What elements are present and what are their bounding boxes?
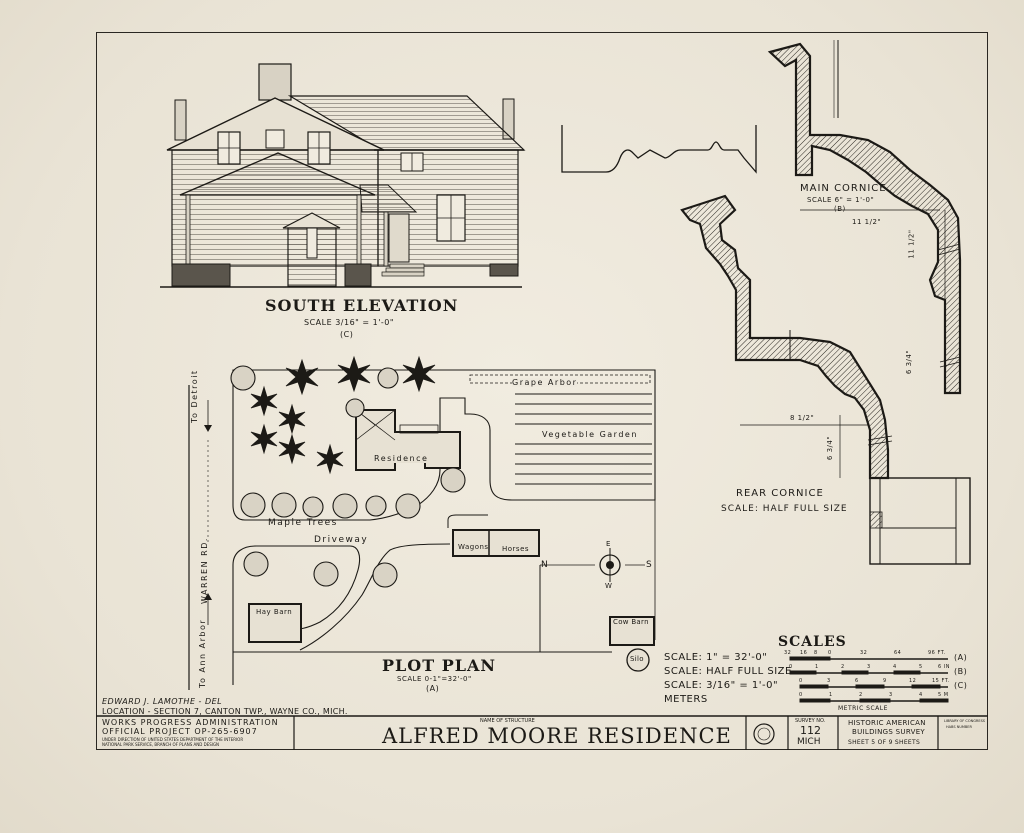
driveway-label: Driveway: [314, 535, 369, 545]
tick-c-0: 0: [799, 678, 803, 684]
tick-m-3: 3: [889, 692, 893, 698]
main-cornice-dim-width: 11 1/2": [852, 218, 882, 226]
scale-row-c-ref: (C): [954, 681, 968, 690]
plot-plan-scale: SCALE 0-1"=32'-0": [397, 675, 472, 683]
warren-rd-label: WARREN RD.: [200, 537, 209, 604]
sheet-number: SHEET 5 OF 9 SHEETS: [848, 739, 921, 746]
rear-cornice-drawing: [680, 194, 971, 565]
tick-a-2: 8: [814, 650, 818, 656]
tick-c-2: 6: [855, 678, 859, 684]
scale-row-c-label: SCALE: 3/16" = 1'-0": [664, 680, 779, 691]
delineator-credit: EDWARD J. LAMOTHE - DEL: [102, 697, 223, 706]
hay-barn-label: Hay Barn: [256, 608, 293, 616]
seal-icon: [753, 723, 775, 745]
tick-b-5: 5: [919, 664, 923, 670]
tick-b-1: 1: [815, 664, 819, 670]
plot-plan-title: PLOT PLAN: [382, 656, 497, 675]
tick-m-0: 0: [799, 692, 803, 698]
tick-b-2: 2: [841, 664, 845, 670]
silo-label: Silo: [630, 655, 644, 663]
tick-b-6: 6 IN: [938, 664, 950, 670]
vegetable-garden-label: Vegetable Garden: [542, 430, 638, 439]
tick-m-5: 5 M: [938, 692, 949, 698]
structure-name: ALFRED MOORE RESIDENCE: [382, 724, 732, 748]
tick-a-0: 32: [784, 650, 792, 656]
molding-profile: [561, 125, 757, 174]
grape-arbor-label: Grape Arbor: [512, 378, 578, 387]
tick-a-1: 16: [800, 650, 808, 656]
rear-cornice-dim-height: 6 3/4": [826, 435, 835, 461]
south-elevation-ref: (C): [340, 330, 354, 339]
tick-a-4: 32: [860, 650, 868, 656]
compass-east: E: [606, 540, 612, 548]
main-cornice-ref: (B): [834, 205, 846, 213]
survey-number: 112: [800, 724, 821, 737]
scale-row-a-label: SCALE: 1" = 32'-0": [664, 652, 768, 663]
metric-scale-label: METRIC SCALE: [838, 705, 888, 712]
main-cornice-title: MAIN CORNICE: [800, 183, 887, 194]
tick-m-2: 2: [859, 692, 863, 698]
to-ann-arbor-label: To Ann Arbor: [198, 618, 207, 688]
tick-m-1: 1: [829, 692, 833, 698]
location-credit: LOCATION - SECTION 7, CANTON TWP., WAYNE…: [102, 707, 348, 716]
scale-row-a-ref: (A): [954, 653, 968, 662]
tick-c-5: 15 FT.: [932, 678, 950, 684]
main-cornice-drawing: [767, 40, 962, 395]
compass-west: W: [605, 582, 614, 590]
structure-name-label: NAME OF STRUCTURE: [480, 718, 535, 724]
survey-no-label: SURVEY NO.: [795, 718, 826, 724]
tick-c-4: 12: [909, 678, 917, 684]
habs-line-2: BUILDINGS SURVEY: [852, 728, 926, 736]
library-line-2: HABS NUMBER: [946, 725, 972, 729]
scale-row-b-label: SCALE: HALF FULL SIZE: [664, 666, 792, 677]
south-elevation-drawing: [160, 63, 526, 288]
tick-a-3: 0: [828, 650, 832, 656]
wpa-line-2: OFFICIAL PROJECT OP-265-6907: [102, 727, 258, 736]
library-line-1: LIBRARY OF CONGRESS: [944, 719, 986, 723]
tick-c-3: 9: [883, 678, 887, 684]
main-cornice-dim-height: 11 1/2": [907, 229, 916, 259]
plot-plan-ref: (A): [426, 684, 440, 693]
wpa-line-4: NATIONAL PARK SERVICE, BRANCH OF PLANS A…: [102, 742, 220, 747]
south-elevation-title: SOUTH ELEVATION: [265, 296, 459, 315]
tick-c-1: 3: [827, 678, 831, 684]
rear-cornice-dim-width: 8 1/2": [790, 414, 815, 422]
scales-title: SCALES: [778, 634, 847, 650]
scale-bars: [789, 656, 949, 703]
residence-label: Residence: [374, 454, 429, 463]
tick-a-5: 64: [894, 650, 902, 656]
south-elevation-scale: SCALE 3/16" = 1'-0": [304, 318, 395, 327]
tick-m-4: 4: [919, 692, 923, 698]
tick-b-4: 4: [893, 664, 897, 670]
plot-plan-drawing: [188, 355, 656, 690]
wagons-label: Wagons: [458, 543, 489, 551]
scale-row-b-ref: (B): [954, 667, 968, 676]
scale-row-m-label: METERS: [664, 694, 708, 705]
wpa-line-1: WORKS PROGRESS ADMINISTRATION: [102, 718, 279, 727]
main-cornice-dim-lower: 6 3/4": [905, 349, 914, 375]
sheet-border: [96, 32, 988, 750]
survey-state: MICH: [797, 737, 821, 747]
wpa-line-3: UNDER DIRECTION OF UNITED STATES DEPARTM…: [102, 737, 244, 742]
compass-north: N: [541, 560, 550, 570]
tick-b-3: 3: [867, 664, 871, 670]
rear-cornice-scale: SCALE: HALF FULL SIZE: [721, 504, 848, 514]
compass-south: S: [646, 560, 654, 570]
tick-b-0: 0: [789, 664, 793, 670]
tick-a-6: 96 FT.: [928, 650, 946, 656]
habs-line-1: HISTORIC AMERICAN: [848, 719, 926, 727]
horses-label: Horses: [502, 545, 530, 553]
to-detroit-label: To Detroit: [190, 369, 199, 423]
cow-barn-label: Cow Barn: [613, 618, 649, 626]
rear-cornice-title: REAR CORNICE: [736, 488, 824, 499]
main-cornice-scale: SCALE 6" = 1'-0": [807, 196, 875, 204]
maple-trees-label: Maple Trees: [268, 518, 338, 528]
